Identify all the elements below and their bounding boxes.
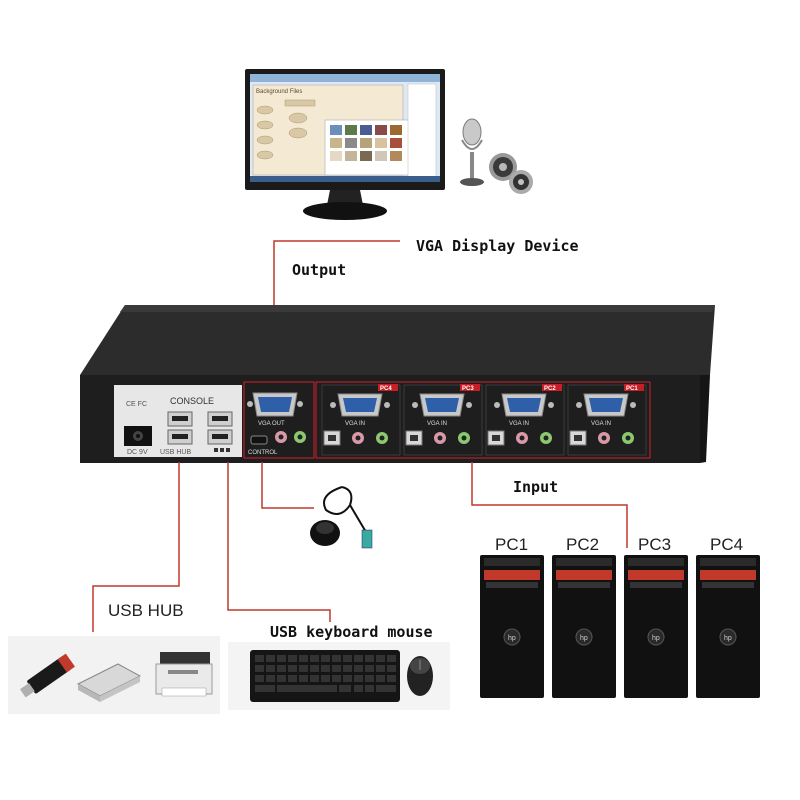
label-usb-hub: USB HUB [108,601,184,620]
monitor-stand-base [303,202,387,220]
keyboard-icon [250,650,400,702]
connector-line-input [471,462,628,548]
microphone-icon [460,118,484,186]
svg-text:hp: hp [580,635,588,642]
usb-flash-drive-icon [19,653,75,698]
dc-power-jack [124,426,152,446]
port-group-pc2: PC2 VGA IN [485,384,565,456]
keyboard-mouse-usb-ports [207,411,233,445]
vga-out-port [247,392,303,417]
vga-in-label: VGA IN [591,421,611,427]
connector-line-usb-hub [92,462,180,632]
vga-in-label: VGA IN [345,421,365,427]
pc-label: PC2 [566,535,599,554]
hp-logo-icon [575,628,593,646]
svg-text:hp: hp [652,635,660,642]
usb-icon-row [214,448,230,452]
wired-remote-controller [310,486,373,549]
pc-tag-bg [624,384,644,391]
svg-text:hp: hp [508,635,516,642]
monitor-color-swatches [330,125,402,161]
hp-logo-icon [503,628,521,646]
console-mic-jack [275,431,287,443]
pc-tag: PC2 [544,386,556,392]
pc-tag: PC1 [626,386,638,392]
external-hard-drive-icon [76,663,142,702]
kvm-top-face [80,305,715,375]
pc-label: PC4 [710,535,743,554]
kvm-switch: CE FC CONSOLE DC 9V USB HUB [80,305,715,463]
vga-in-label: VGA IN [509,421,529,427]
control-port [250,435,268,445]
vga-out-outline [243,381,315,459]
vga-monitor: Background Files [245,69,445,220]
control-label: CONTROL [248,450,278,456]
ce-fc-marks: CE FC [126,401,147,408]
hp-logo-icon [647,628,665,646]
svg-text:hp: hp [724,635,732,642]
port-group-pc3: PC3 VGA IN [403,384,483,456]
dc-label: DC 9V [127,449,148,456]
vga-in-label: VGA IN [427,421,447,427]
pc-tag-bg [460,384,480,391]
vga-out-label: VGA OUT [258,421,285,427]
pc-tag: PC4 [380,386,392,392]
pc-tag-bg [378,384,398,391]
pc-tower: hp [552,555,616,698]
usb-hub-ports [167,411,193,445]
monitor-neck [327,190,363,205]
monitor-taskbar [250,176,440,182]
printer-icon [155,652,213,697]
label-output: Output [292,261,346,279]
pc-towers: PC1 PC2 PC3 PC4 hp hp hp [470,535,800,700]
pc-tower: hp [696,555,760,698]
speaker-icon [489,153,533,194]
mouse-icon [407,656,433,696]
usb-hub-label: USB HUB [160,449,191,456]
console-audio-jack [294,431,306,443]
hp-logo-icon [719,628,737,646]
label-input: Input [513,478,558,496]
pc-label: PC1 [495,535,528,554]
connector-line-keyboard-mouse [227,462,331,622]
pc-tower: hp [480,555,544,698]
label-vga-display-device: VGA Display Device [416,237,579,255]
pc-tag-bg [542,384,562,391]
port-group-pc1: PC1 VGA IN [567,384,647,456]
port-group-pc4: PC4 VGA IN [321,384,401,456]
monitor-side-panel [407,83,437,179]
pc-tower: hp [624,555,688,698]
pc-inputs-outline [315,381,651,459]
control-cable-plug [361,529,373,549]
pc-label: PC3 [638,535,671,554]
label-usb-keyboard-mouse: USB keyboard mouse [270,623,433,641]
monitor-window-title: Background Files [256,89,302,95]
console-title: CONSOLE [170,396,214,406]
pc-tag: PC3 [462,386,474,392]
connector-line-control [261,462,314,509]
monitor-flowchart [256,99,316,160]
